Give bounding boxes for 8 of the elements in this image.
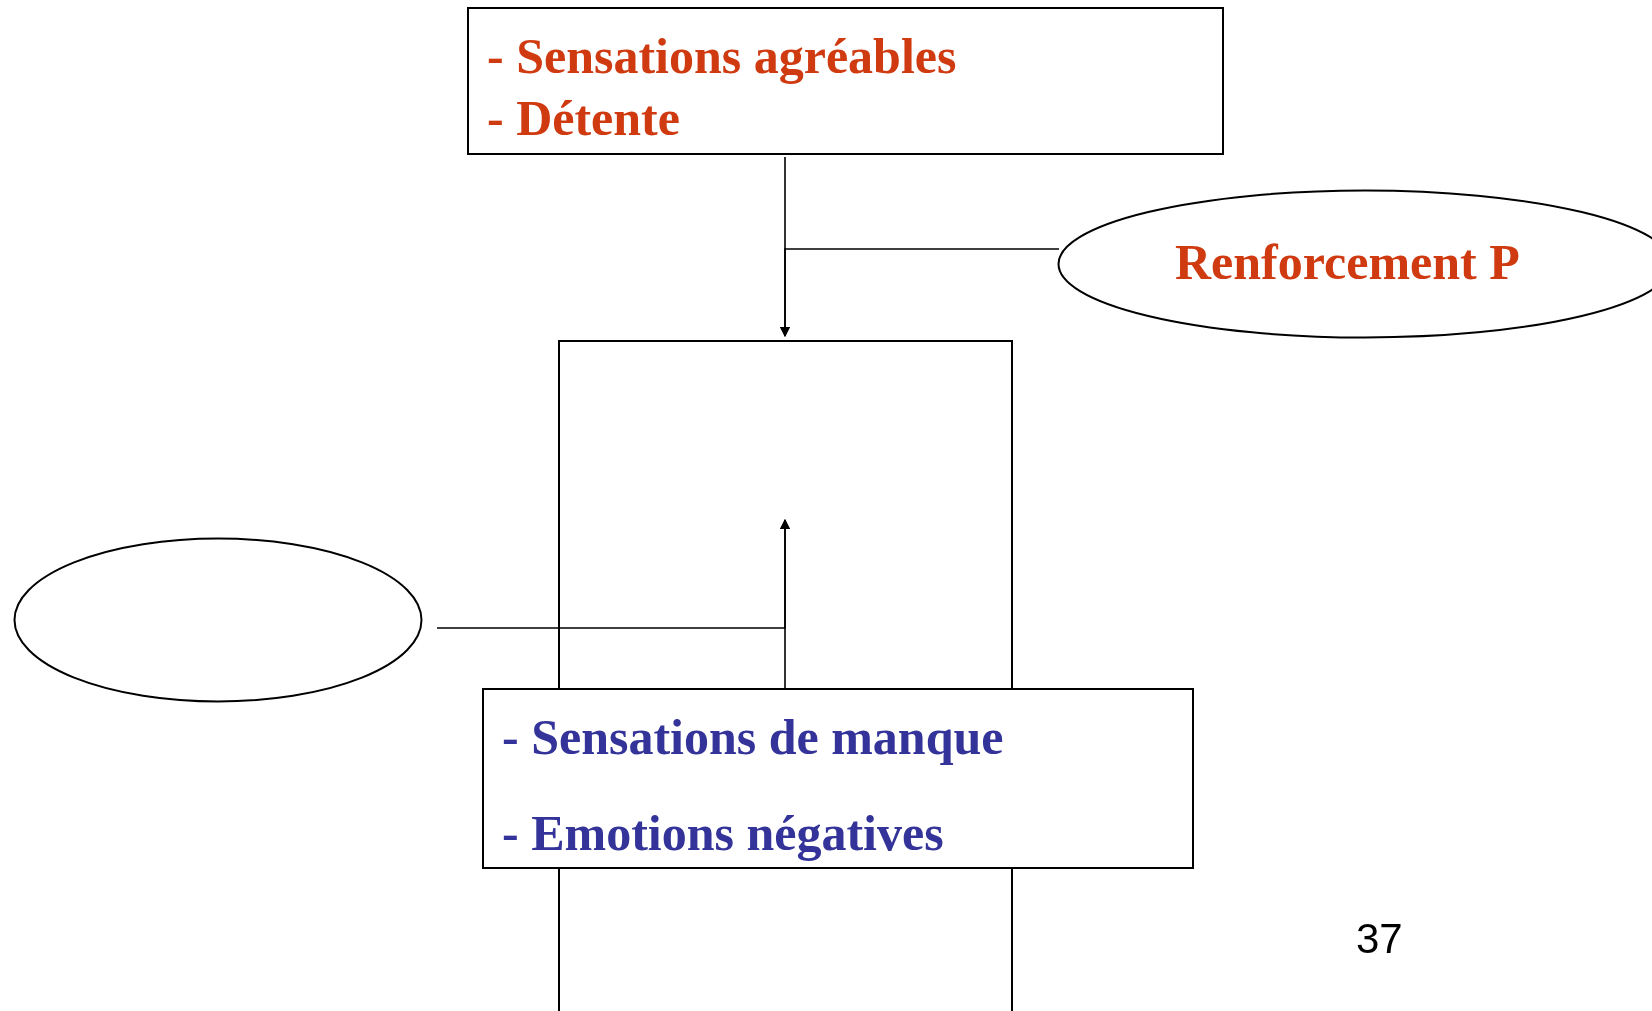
list-item: - Détente [487, 93, 680, 143]
text-box [482, 688, 1194, 869]
arrow [436, 519, 790, 629]
text-box [467, 7, 1224, 155]
node-label: Renforcement P [1175, 237, 1520, 287]
page-number: 37 [1356, 918, 1403, 960]
arrow [780, 248, 1060, 337]
ellipse-node [13, 537, 423, 703]
